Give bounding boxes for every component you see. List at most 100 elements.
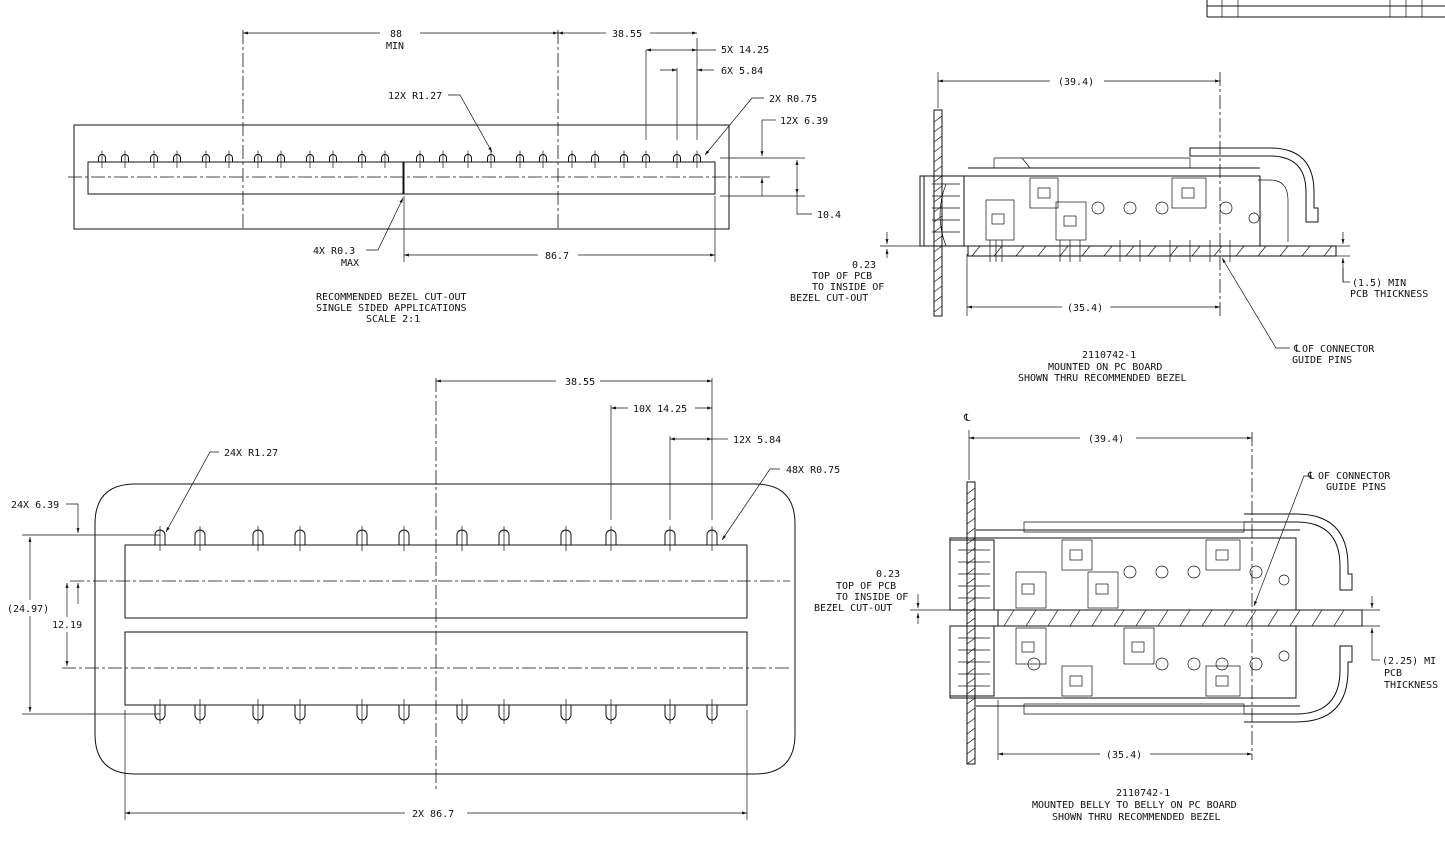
hatch-line [1333, 609, 1345, 627]
dim-12x-r1-27: 12X R1.27 [388, 91, 442, 102]
caption-line-2: SINGLE SIDED APPLICATIONS [316, 303, 467, 314]
dim-35-4-a: (35.4) [1067, 303, 1103, 314]
hatch-line [966, 557, 976, 565]
dim-6x-5-84: 6X 5.84 [721, 66, 763, 77]
hatch-line [966, 487, 976, 495]
pcb-note-3-b: BEZEL CUT-OUT [814, 603, 892, 614]
single-sided-bezel-cutout-view: 88 MIN 38.55 5X 14.25 6X 5.84 12X R1.27 … [68, 29, 841, 325]
hatch-line [933, 245, 943, 253]
bezel-plate [933, 109, 943, 317]
hatch-line [1279, 245, 1289, 257]
centerline-symbol-b: ℄ [1307, 471, 1315, 482]
dim-86-7: 86.7 [545, 251, 569, 262]
hatch-line [966, 587, 976, 595]
hatch-line [966, 607, 976, 615]
dim-24x-6-39: 24X 6.39 [11, 500, 59, 511]
hatch-line [1157, 609, 1169, 627]
hatch-line [933, 135, 943, 143]
pcb-hatch [1003, 609, 1345, 627]
hatch-line [966, 697, 976, 705]
hatch-line [966, 537, 976, 545]
hatch-line [1081, 245, 1091, 257]
hatch-line [1223, 609, 1235, 627]
hatch-line [933, 185, 943, 193]
hatch-line [1213, 245, 1223, 257]
hatch-line [1113, 609, 1125, 627]
hatch-line [966, 517, 976, 525]
hatch-line [933, 255, 943, 263]
pcb-note-2-b: TO INSIDE OF [836, 592, 908, 603]
bezel-plate-hatch [966, 487, 976, 765]
hatch-line [933, 265, 943, 273]
hatch-line [966, 757, 976, 765]
dim-4x-r0-3-note: MAX [341, 258, 359, 269]
hatch-line [1311, 609, 1323, 627]
hatch-line [1025, 609, 1037, 627]
pcb-note-2-a: TO INSIDE OF [812, 282, 884, 293]
hatch-line [1179, 609, 1191, 627]
lower-front-plug [949, 625, 995, 697]
hatch-line [966, 577, 976, 585]
hatch-line [971, 245, 981, 257]
hatch-line [966, 737, 976, 745]
pcb-note-3-a: BEZEL CUT-OUT [790, 293, 868, 304]
hatch-line [933, 285, 943, 293]
hatch-line [1003, 609, 1015, 627]
hatch-line [966, 547, 976, 555]
bezel-outline-rounded [94, 483, 796, 775]
guide-pins-1-b: OF CONNECTOR [1318, 471, 1391, 482]
hatch-line [1091, 609, 1103, 627]
hatch-line [1257, 245, 1267, 257]
hatch-line [1069, 609, 1081, 627]
dim-12-19: 12.19 [52, 620, 82, 631]
hatch-line [933, 195, 943, 203]
hatch-line [966, 527, 976, 535]
hatch-line [966, 657, 976, 665]
hatch-line [933, 175, 943, 183]
side-view-mounted-on-pcb: (39.4) (35.4) 0.23 TOP OF PCB TO INSIDE … [790, 72, 1428, 384]
hatch-line [933, 235, 943, 243]
thickness-3-b: THICKNESS [1384, 680, 1438, 691]
hatch-line [1201, 609, 1213, 627]
hatch-line [1191, 245, 1201, 257]
hatch-line [966, 507, 976, 515]
side-view-belly-to-belly: ℄ [814, 413, 1438, 823]
dim-88: 88 [390, 29, 402, 40]
dim-0-23-a: 0.23 [852, 260, 876, 271]
cutout-right [403, 161, 716, 195]
lower-latch-arm [1244, 645, 1353, 723]
dim-38-55: 38.55 [612, 29, 642, 40]
caption-b-line-1: 2110742-1 [1116, 788, 1170, 799]
hatch-line [966, 567, 976, 575]
hatch-line [966, 647, 976, 655]
dim-2x-86-7: 2X 86.7 [412, 809, 454, 820]
hatch-line [933, 305, 943, 313]
bezel-plate-hatch [933, 115, 943, 313]
thickness-2-a: PCB THICKNESS [1350, 289, 1428, 300]
hatch-line [1267, 609, 1279, 627]
hatch-line [966, 717, 976, 725]
latch-arm [1189, 147, 1319, 223]
guide-pins-2-b: GUIDE PINS [1326, 482, 1386, 493]
hatch-line [966, 667, 976, 675]
dim-35-4-b: (35.4) [1106, 750, 1142, 761]
caption-b-line-2: MOUNTED BELLY TO BELLY ON PC BOARD [1032, 800, 1237, 811]
dim-10-4: 10.4 [817, 210, 841, 221]
hatch-line [933, 145, 943, 153]
lower-connector-cage [949, 625, 1297, 699]
caption-a-line-3: SHOWN THRU RECOMMENDED BEZEL [1018, 373, 1187, 384]
caption-a-line-2: MOUNTED ON PC BOARD [1048, 362, 1162, 373]
dim-5x-14-25: 5X 14.25 [721, 45, 769, 56]
hatch-line [933, 155, 943, 163]
title-block-fragment [1206, 0, 1445, 18]
guide-pins-1-a: OF CONNECTOR [1302, 344, 1375, 355]
centerline-symbol-a: ℄ [1293, 344, 1301, 355]
thickness-1-a: (1.5) MIN [1352, 278, 1406, 289]
hatch-line [933, 215, 943, 223]
dim-24-97: (24.97) [7, 604, 49, 615]
dim-10x-14-25: 10X 14.25 [633, 404, 687, 415]
hatch-line [966, 707, 976, 715]
hatch-line [1047, 609, 1059, 627]
pcb-note-1-b: TOP OF PCB [836, 581, 896, 592]
upper-front-plug [949, 539, 995, 611]
